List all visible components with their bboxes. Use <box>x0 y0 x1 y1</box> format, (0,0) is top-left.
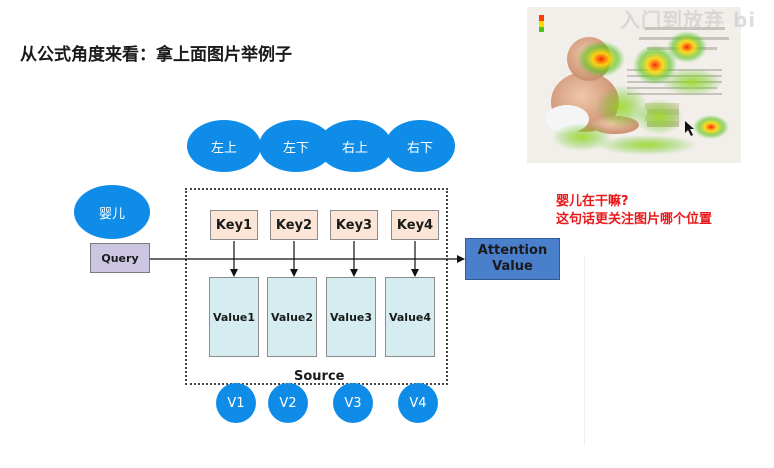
divider-line <box>584 255 585 445</box>
attention-line-2: Value <box>492 259 533 274</box>
question-text-1: 婴儿在干嘛? <box>556 194 629 209</box>
value-box-1: Value1 <box>209 277 259 357</box>
key-box-4: Key4 <box>391 210 439 240</box>
position-top-left: 左上 <box>187 120 261 172</box>
attention-value-box: Attention Value <box>465 238 560 280</box>
query-box: Query <box>90 243 150 273</box>
source-container <box>185 188 448 385</box>
heatmap-illustration <box>539 15 729 155</box>
baby-query-word: 婴儿 <box>74 185 150 239</box>
attention-line-1: Attention <box>477 243 548 258</box>
key-box-2: Key2 <box>270 210 318 240</box>
weight-circle-2: V2 <box>268 383 308 423</box>
value-box-2: Value2 <box>267 277 317 357</box>
question-text-2: 这句话更关注图片哪个位置 <box>556 212 713 227</box>
weight-circle-4: V4 <box>398 383 438 423</box>
baby-heatmap-image <box>527 7 741 163</box>
value-box-4: Value4 <box>385 277 435 357</box>
source-label: Source <box>294 369 345 384</box>
position-top-right: 右上 <box>318 120 392 172</box>
key-box-3: Key3 <box>330 210 378 240</box>
watermark-text: 入门到放弃 bi <box>620 8 757 32</box>
key-box-1: Key1 <box>210 210 258 240</box>
position-bottom-right: 右下 <box>385 120 455 172</box>
weight-circle-1: V1 <box>216 383 256 423</box>
weight-circle-3: V3 <box>333 383 373 423</box>
value-box-3: Value3 <box>326 277 376 357</box>
slide-title: 从公式角度来看：拿上面图片举例子 <box>20 45 292 65</box>
